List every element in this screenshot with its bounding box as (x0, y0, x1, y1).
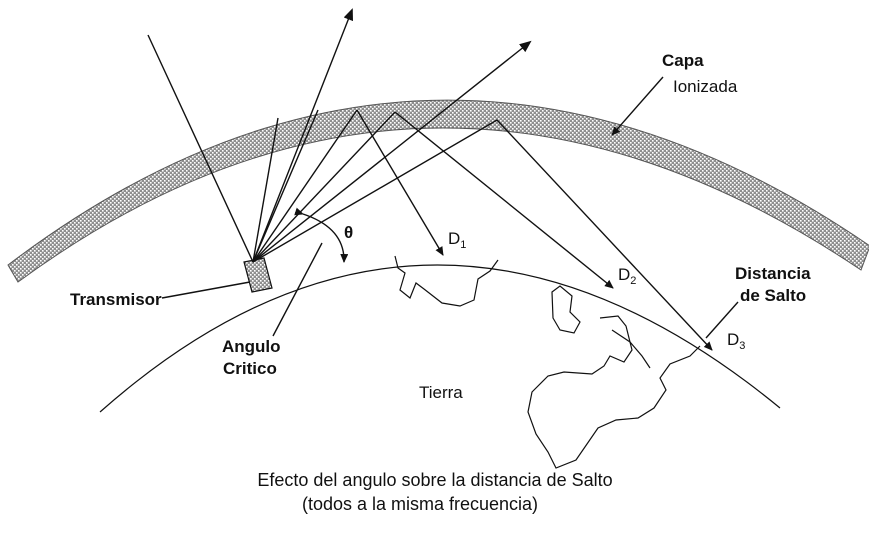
ray-up-d (252, 111, 396, 263)
ionized-layer (7, 99, 869, 283)
label-d3: D3 (727, 330, 745, 352)
coastline-main (394, 255, 499, 307)
label-distancia: Distancia (735, 264, 811, 283)
label-d2: D2 (618, 265, 636, 287)
reflected-ray-d3 (496, 119, 713, 351)
label-angulo: Angulo (222, 337, 281, 356)
caption-line-1: Efecto del angulo sobre la distancia de … (257, 470, 612, 490)
critical-angle-arc (294, 207, 349, 263)
escaping-ray-1 (252, 8, 353, 263)
label-capa: Capa (662, 51, 704, 70)
label-ionizada: Ionizada (673, 77, 738, 96)
leader-distancia (705, 301, 739, 339)
label-transmisor: Transmisor (70, 290, 162, 309)
coastline-island-small (551, 285, 581, 334)
reflected-ray-d2 (394, 111, 614, 289)
leader-capa (611, 76, 664, 136)
label-critico: Critico (223, 359, 277, 378)
label-de-salto: de Salto (740, 286, 806, 305)
label-theta: θ (344, 223, 353, 242)
reflected-ray-d1 (356, 109, 444, 256)
coastline-right (527, 315, 701, 469)
leader-transmisor (161, 281, 251, 299)
coastline-inlet (611, 329, 651, 369)
ray-up-b (252, 109, 319, 263)
label-d1: D1 (448, 229, 466, 251)
earth-surface-curve (99, 264, 781, 413)
ray-up-e (252, 119, 498, 263)
incoming-ray (147, 34, 254, 263)
escaping-ray-2 (252, 40, 532, 263)
ray-up-a (252, 117, 279, 263)
transmitter-antenna (243, 257, 273, 293)
label-tierra: Tierra (419, 383, 463, 402)
caption-line-2: (todos a la misma frecuencia) (302, 494, 538, 514)
ray-up-c (252, 109, 358, 263)
leader-angulo (272, 242, 323, 337)
